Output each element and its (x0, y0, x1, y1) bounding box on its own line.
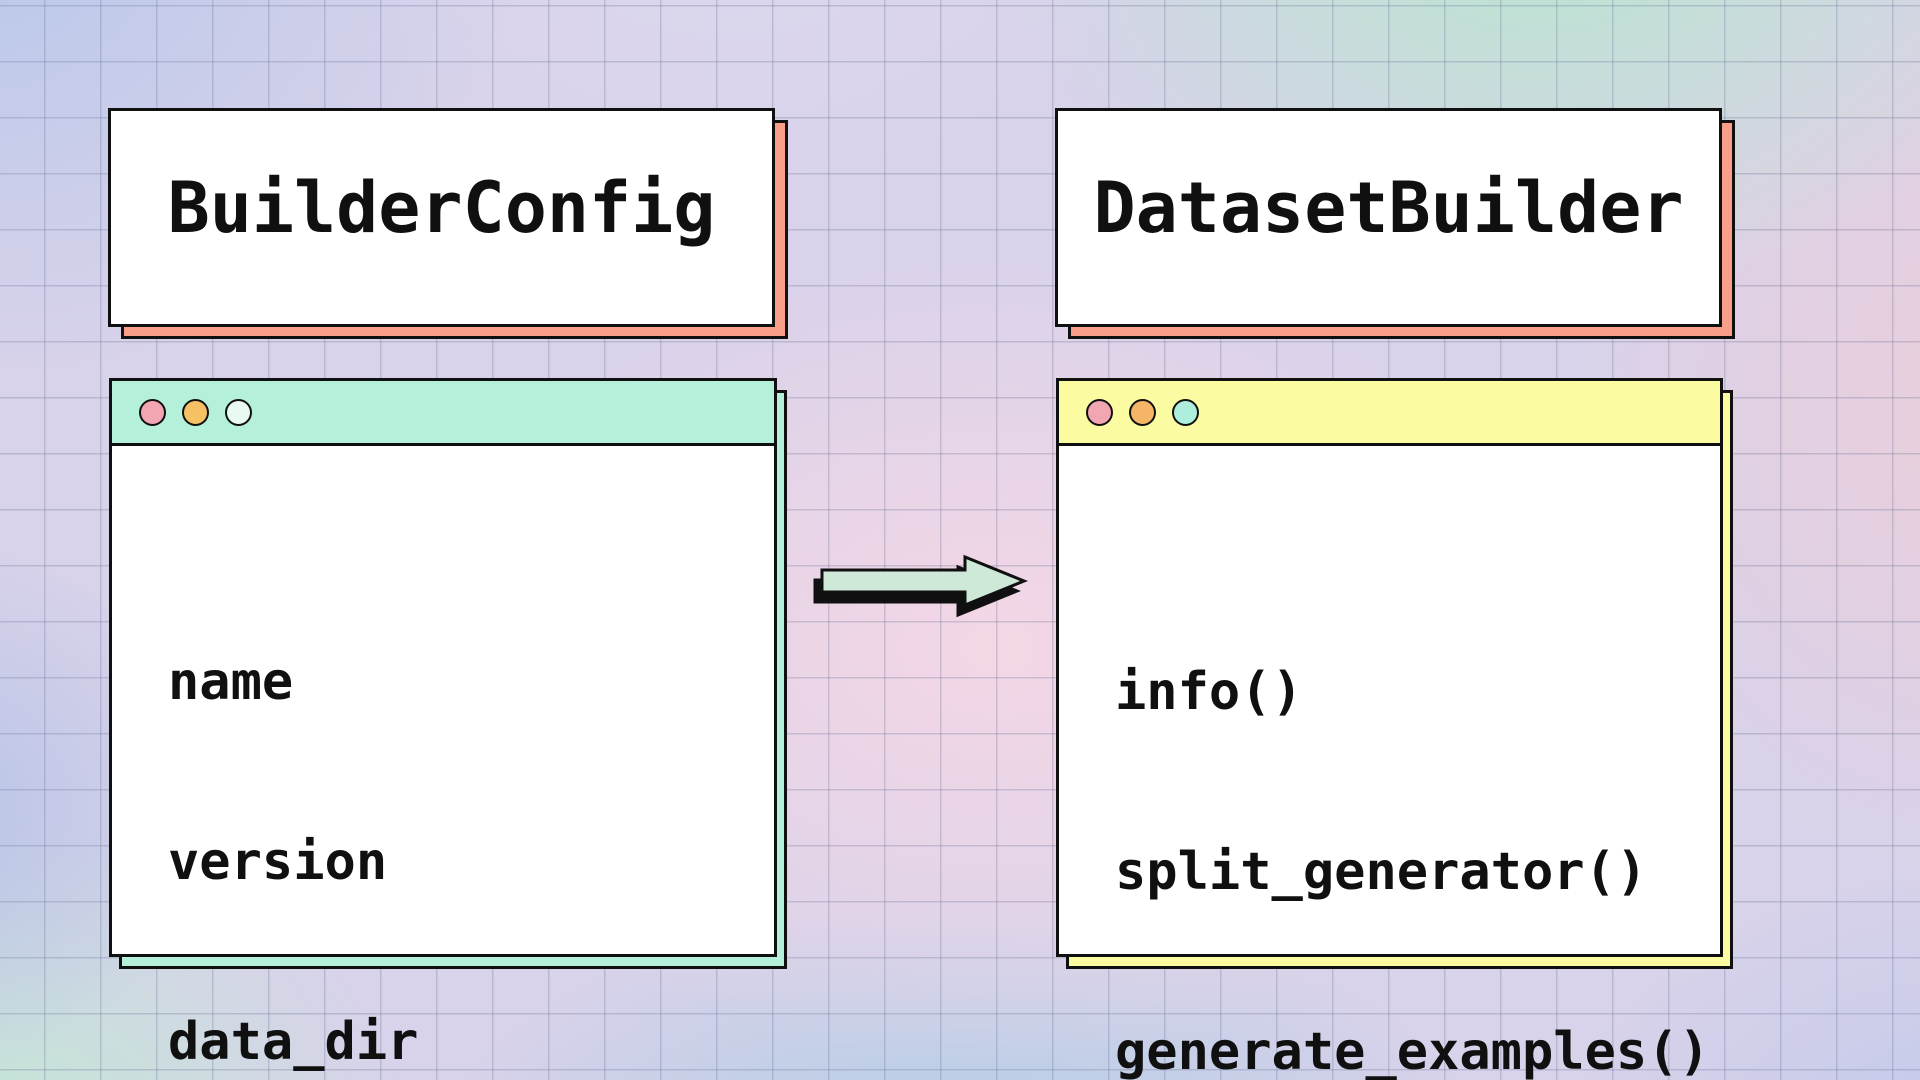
methods-list: info() split_generator() generate_exampl… (1059, 446, 1720, 1080)
builderconfig-title-card: BuilderConfig (108, 108, 788, 339)
close-dot-icon (1086, 398, 1113, 426)
arrow-body (820, 554, 1028, 608)
class-name-label: BuilderConfig (167, 166, 716, 249)
field-item: version (168, 832, 388, 892)
field-item: data_dir (168, 1012, 419, 1072)
method-item: info() (1115, 662, 1303, 722)
window-frame: info() split_generator() generate_exampl… (1056, 378, 1723, 1080)
field-item: name (168, 652, 294, 712)
window-titlebar (1059, 381, 1720, 446)
datasetbuilder-window: info() split_generator() generate_exampl… (1056, 378, 1733, 1080)
builderconfig-window: name version data_dir data_files descrip… (109, 378, 787, 1072)
window-frame: name version data_dir data_files descrip… (109, 378, 777, 1072)
method-item: generate_examples() (1115, 1022, 1710, 1080)
class-name-label: DatasetBuilder (1093, 166, 1684, 249)
right-arrow-icon (813, 554, 1028, 618)
close-dot-icon (139, 398, 166, 426)
datasetbuilder-title: DatasetBuilder (1055, 108, 1722, 327)
datasetbuilder-title-card: DatasetBuilder (1055, 108, 1735, 339)
maximize-dot-icon (1172, 398, 1199, 426)
minimize-dot-icon (182, 398, 209, 426)
builderconfig-title: BuilderConfig (108, 108, 775, 327)
fields-list: name version data_dir data_files descrip… (112, 446, 774, 1080)
window-titlebar (112, 381, 774, 446)
maximize-dot-icon (225, 398, 252, 426)
method-item: split_generator() (1115, 842, 1648, 902)
minimize-dot-icon (1129, 398, 1156, 426)
